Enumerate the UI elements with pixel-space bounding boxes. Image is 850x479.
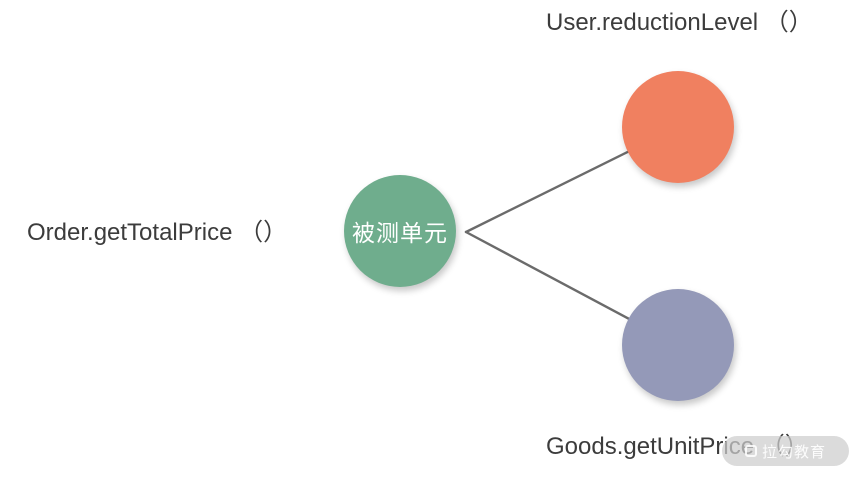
lagou-logo-icon	[744, 445, 757, 457]
unit-under-test-node: 被测单元	[344, 175, 456, 287]
watermark-text: 拉勾教育	[761, 443, 826, 461]
watermark-badge: 拉勾教育	[722, 436, 849, 466]
order-get-total-price-label: Order.getTotalPrice （）	[27, 219, 288, 246]
goods-get-unit-price-node	[622, 289, 734, 401]
unit-under-test-label: 被测单元	[352, 220, 448, 246]
user-reduction-level-node	[622, 71, 734, 183]
user-reduction-level-label: User.reductionLevel （）	[546, 9, 813, 36]
